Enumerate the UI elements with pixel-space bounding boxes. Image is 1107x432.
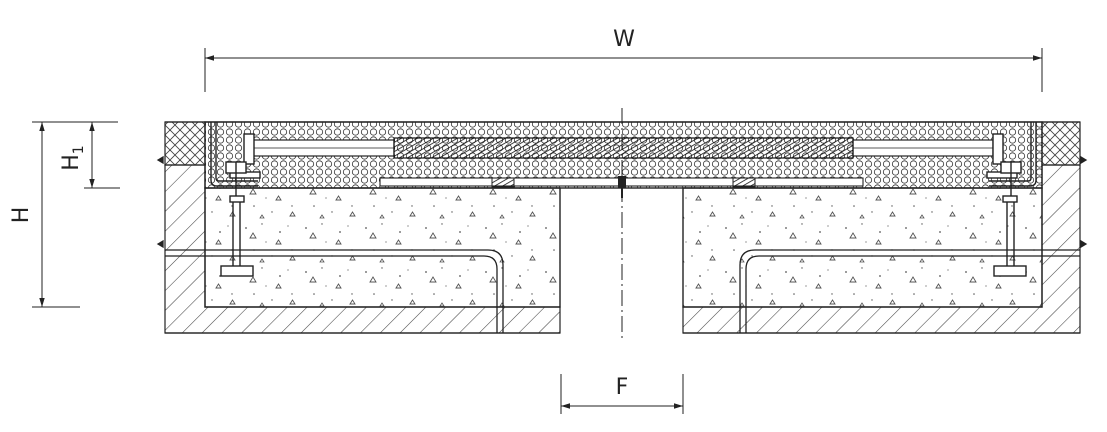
dimension-height-top-label: H bbox=[59, 154, 84, 171]
dimension-gap-label: F bbox=[616, 375, 629, 400]
anchor-bracket-left bbox=[210, 122, 261, 277]
rebar bbox=[165, 249, 1080, 333]
dimension-height-top-subscript: 1 bbox=[71, 145, 87, 154]
dimension-width: W bbox=[204, 27, 1043, 92]
svg-text:H1: H1 bbox=[59, 145, 87, 170]
concrete-blocks bbox=[204, 187, 1043, 308]
dimension-height: H bbox=[9, 121, 118, 308]
dimension-width-label: W bbox=[613, 27, 635, 52]
dimension-height-label: H bbox=[9, 207, 34, 224]
dimension-gap: F bbox=[560, 374, 684, 414]
anchor-bracket-right bbox=[986, 122, 1037, 277]
dimension-height-top: H1 bbox=[59, 122, 120, 189]
